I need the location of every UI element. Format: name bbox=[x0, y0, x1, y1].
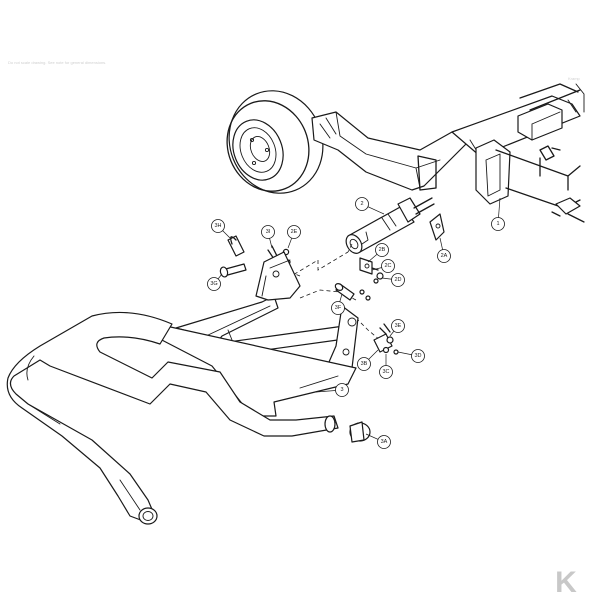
callout-label: 3 bbox=[340, 387, 343, 393]
callout-label: 2B bbox=[379, 247, 386, 253]
callout-circle bbox=[211, 219, 225, 233]
callout-circle bbox=[261, 225, 275, 239]
callout-label: 3D bbox=[414, 353, 421, 359]
callout-circle bbox=[355, 197, 369, 211]
callout-3g: 3G bbox=[207, 273, 223, 291]
callout-label: 3C bbox=[382, 369, 389, 375]
callout-1: 1 bbox=[491, 197, 505, 231]
callout-label: 3B bbox=[361, 361, 368, 367]
callout-3i: 3I bbox=[261, 225, 275, 249]
callout-circle bbox=[391, 319, 405, 333]
callout-3c: 3C bbox=[379, 354, 393, 379]
header-note: Do not scale drawing. See note for gener… bbox=[8, 60, 106, 65]
callout-label: 3I bbox=[266, 229, 271, 235]
callout-circle bbox=[437, 249, 451, 263]
callout-circle bbox=[391, 273, 405, 287]
callout-label: 2C bbox=[384, 263, 391, 269]
callout-3: 3 bbox=[315, 383, 349, 397]
callout-circle bbox=[207, 277, 221, 291]
frame-part-1 bbox=[311, 83, 585, 223]
callout-circle bbox=[411, 349, 425, 363]
callout-circle bbox=[331, 301, 345, 315]
callout-label: 1 bbox=[496, 221, 499, 227]
callout-label: 3G bbox=[210, 281, 217, 287]
callout-circle bbox=[381, 259, 395, 273]
callout-3f: 3F bbox=[331, 293, 345, 315]
drawbar-part-3 bbox=[6, 251, 371, 525]
callout-label: 2A bbox=[441, 253, 448, 259]
callout-label: 3F bbox=[335, 305, 342, 311]
assembly-guide-lines bbox=[287, 243, 381, 341]
brand-logo-letter: K bbox=[555, 566, 577, 599]
callout-2b: 2B bbox=[367, 243, 389, 263]
callout-3h: 3H bbox=[211, 219, 231, 239]
callout-circle bbox=[357, 357, 371, 371]
callouts: 1 2 2A 2B 2C 2D 2E 3 3A 3B 3C 3D 3E 3F 3G 3H 3I bbox=[207, 197, 505, 449]
callout-2c: 2C bbox=[371, 259, 395, 273]
callout-2a: 2A bbox=[437, 237, 451, 263]
callout-3b: 3B bbox=[357, 349, 379, 371]
callout-2: 2 bbox=[355, 197, 385, 215]
brand-logo: K bbox=[555, 566, 577, 599]
callout-3d: 3D bbox=[397, 349, 425, 363]
callout-label: 2 bbox=[360, 201, 363, 207]
callout-2d: 2D bbox=[381, 273, 405, 287]
callout-circle bbox=[379, 365, 393, 379]
callout-3a: 3A bbox=[365, 433, 391, 449]
callout-label: 2D bbox=[394, 277, 401, 283]
callout-3e: 3E bbox=[389, 319, 405, 337]
wheel bbox=[226, 90, 324, 194]
callout-circle bbox=[287, 225, 301, 239]
callout-2e: 2E bbox=[287, 225, 301, 249]
callout-circle bbox=[491, 217, 505, 231]
callout-label: 2E bbox=[291, 229, 298, 235]
callout-label: 3A bbox=[381, 439, 388, 445]
callout-circle bbox=[375, 243, 389, 257]
corner-note: Kramp bbox=[568, 76, 581, 81]
callout-label: 3E bbox=[395, 323, 402, 329]
callout-label: 3H bbox=[214, 223, 221, 229]
callout-circle bbox=[377, 435, 391, 449]
callout-circle bbox=[335, 383, 349, 397]
hydraulic-cylinder-part-2 bbox=[345, 197, 445, 284]
